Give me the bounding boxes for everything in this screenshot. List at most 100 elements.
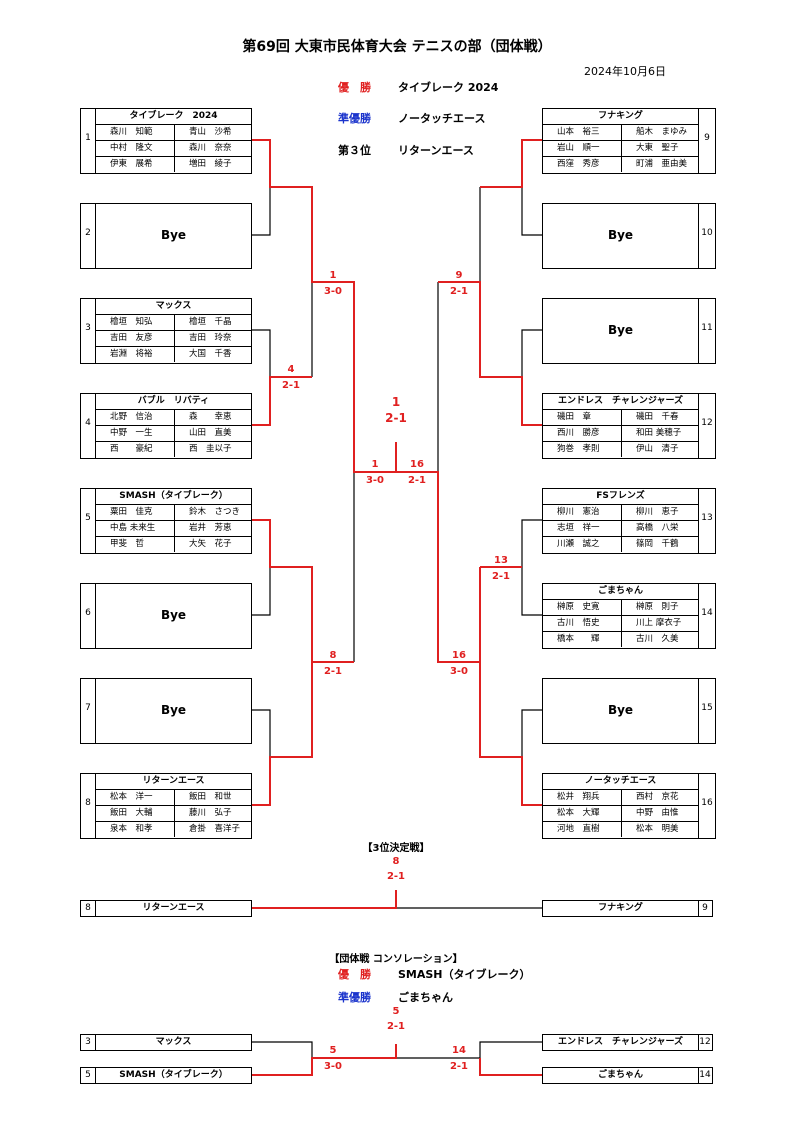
consolation-champion-team: SMASH（タイブレーク） xyxy=(398,968,531,981)
bye-label: Bye xyxy=(160,608,187,622)
seed-number: 2 xyxy=(85,228,91,238)
consolation-left-team: SMASH（タイブレーク） xyxy=(95,1067,252,1084)
team-entry-14: ごまちゃん 14 榊原 史寛榊原 則子 古川 悟史川上 摩衣子 橋本 輝古川 久… xyxy=(542,583,716,649)
bye-label: Bye xyxy=(607,228,634,242)
team-entry-2: 2 Bye xyxy=(80,203,252,269)
player-row: 松本 大輝中野 由惟 xyxy=(543,806,698,822)
final-winner: 1 xyxy=(391,395,401,409)
player-row: 飯田 大輔藤川 弘子 xyxy=(96,806,251,822)
team-name: バブル リバティ xyxy=(96,394,251,410)
consolation-right-team: エンドレス チャレンジャーズ xyxy=(542,1034,699,1051)
seed-number: 10 xyxy=(701,228,713,238)
seed-number: 14 xyxy=(698,1067,713,1084)
match-score: 2-1 xyxy=(491,571,511,582)
bye-label: Bye xyxy=(160,228,187,242)
consolation-final-winner: 5 xyxy=(392,1006,400,1017)
team-entry-3: 3 マックス 檜垣 知弘檜垣 千晶 吉田 友彦吉田 玲奈 岩淵 将裕大国 千香 xyxy=(80,298,252,364)
player-row: 甲斐 哲大矢 花子 xyxy=(96,537,251,552)
team-entry-11: Bye 11 xyxy=(542,298,716,364)
seed-number: 9 xyxy=(698,900,713,917)
team-entry-10: Bye 10 xyxy=(542,203,716,269)
team-entry-7: 7 Bye xyxy=(80,678,252,744)
player-row: 松本 洋一飯田 和世 xyxy=(96,790,251,806)
player-row: 伊東 展希増田 綾子 xyxy=(96,157,251,172)
consolation-champion-label: 優 勝 xyxy=(338,968,371,981)
consolation-heading: 【団体戦 コンソレーション】 xyxy=(329,954,463,965)
seed-number: 6 xyxy=(85,608,91,618)
match-score: 2-1 xyxy=(407,475,427,486)
page-title: 第69回 大東市民体育大会 テニスの部（団体戦） xyxy=(242,39,552,55)
player-row: 柳川 憲治柳川 恵子 xyxy=(543,505,698,521)
bye-label: Bye xyxy=(160,703,187,717)
match-score: 3-0 xyxy=(323,286,343,297)
player-row: 橋本 輝古川 久美 xyxy=(543,632,698,647)
team-entry-5: 5 SMASH（タイブレーク） 粟田 佳克鈴木 さつき 中島 未来生岩井 芳恵 … xyxy=(80,488,252,554)
seed-number: 3 xyxy=(85,323,91,333)
team-name: タイブレーク 2024 xyxy=(96,109,251,125)
match-winner: 16 xyxy=(410,459,424,470)
third-team: リターンエース xyxy=(398,144,474,157)
match-score: 3-0 xyxy=(323,1061,343,1072)
match-score: 2-1 xyxy=(281,380,301,391)
player-row: 松井 翔兵西村 京花 xyxy=(543,790,698,806)
team-entry-9: フナキング 9 山本 裕三船木 まゆみ 岩山 順一大東 聖子 西窪 秀彦町浦 亜… xyxy=(542,108,716,174)
team-name: リターンエース xyxy=(96,774,251,790)
player-row: 西窪 秀彦町浦 亜由美 xyxy=(543,157,698,172)
player-row: 中野 一生山田 直美 xyxy=(96,426,251,442)
team-name: FSフレンズ xyxy=(543,489,698,505)
consolation-runnerup-label: 準優勝 xyxy=(338,991,371,1004)
player-row: 泉本 和孝倉掛 喜洋子 xyxy=(96,822,251,837)
team-entry-15: Bye 15 xyxy=(542,678,716,744)
player-row: 山本 裕三船木 まゆみ xyxy=(543,125,698,141)
team-entry-12: エンドレス チャレンジャーズ 12 磯田 章磯田 千春 西川 勝彦和田 美穂子 … xyxy=(542,393,716,459)
player-row: 榊原 史寛榊原 則子 xyxy=(543,600,698,616)
player-row: 志垣 祥一高橋 八栄 xyxy=(543,521,698,537)
match-winner: 8 xyxy=(329,650,337,661)
seed-number: 5 xyxy=(80,1067,95,1084)
match-score: 3-0 xyxy=(365,475,385,486)
seed-number: 8 xyxy=(80,900,95,917)
match-score: 2-1 xyxy=(449,1061,469,1072)
seed-number: 3 xyxy=(80,1034,95,1051)
team-name: ごまちゃん xyxy=(543,584,698,600)
seed-number: 16 xyxy=(701,798,713,808)
consolation-right-team: ごまちゃん xyxy=(542,1067,699,1084)
seed-number: 11 xyxy=(701,323,713,333)
seed-number: 12 xyxy=(701,418,713,428)
runnerup-label: 準優勝 xyxy=(338,112,371,125)
player-row: 岩山 順一大東 聖子 xyxy=(543,141,698,157)
seed-number: 7 xyxy=(85,703,91,713)
seed-number: 14 xyxy=(701,608,713,618)
player-row: 古川 悟史川上 摩衣子 xyxy=(543,616,698,632)
seed-number: 9 xyxy=(704,133,710,143)
player-row: 河地 直樹松本 明美 xyxy=(543,822,698,837)
player-row: 岩淵 将裕大国 千香 xyxy=(96,347,251,362)
player-row: 吉田 友彦吉田 玲奈 xyxy=(96,331,251,347)
event-date: 2024年10月6日 xyxy=(584,65,666,78)
team-entry-1: 1 タイブレーク 2024 森川 知範青山 沙希 中村 隆文森川 奈奈 伊東 展… xyxy=(80,108,252,174)
player-row: 北野 信治森 幸恵 xyxy=(96,410,251,426)
match-score: 2-1 xyxy=(449,286,469,297)
team-name: マックス xyxy=(96,299,251,315)
player-row: 中村 隆文森川 奈奈 xyxy=(96,141,251,157)
team-entry-16: ノータッチエース 16 松井 翔兵西村 京花 松本 大輝中野 由惟 河地 直樹松… xyxy=(542,773,716,839)
third-label: 第３位 xyxy=(338,144,371,157)
final-score: 2-1 xyxy=(385,411,407,425)
champion-team: タイブレーク 2024 xyxy=(398,81,499,94)
match-winner: 14 xyxy=(452,1045,466,1056)
seed-number: 8 xyxy=(85,798,91,808)
match-winner: 16 xyxy=(452,650,466,661)
match-winner: 1 xyxy=(371,459,379,470)
team-entry-4: 4 バブル リバティ 北野 信治森 幸恵 中野 一生山田 直美 西 豪紀西 圭以… xyxy=(80,393,252,459)
player-row: 粟田 佳克鈴木 さつき xyxy=(96,505,251,521)
bye-label: Bye xyxy=(607,703,634,717)
match-winner: 1 xyxy=(329,270,337,281)
match-winner: 13 xyxy=(494,555,508,566)
player-row: 西 豪紀西 圭以子 xyxy=(96,442,251,457)
match-winner: 9 xyxy=(455,270,463,281)
player-row: 中島 未来生岩井 芳恵 xyxy=(96,521,251,537)
team-entry-13: FSフレンズ 13 柳川 憲治柳川 恵子 志垣 祥一高橋 八栄 川瀬 誠之篠岡 … xyxy=(542,488,716,554)
third-place-score: 2-1 xyxy=(386,871,406,882)
match-winner: 4 xyxy=(287,364,295,375)
